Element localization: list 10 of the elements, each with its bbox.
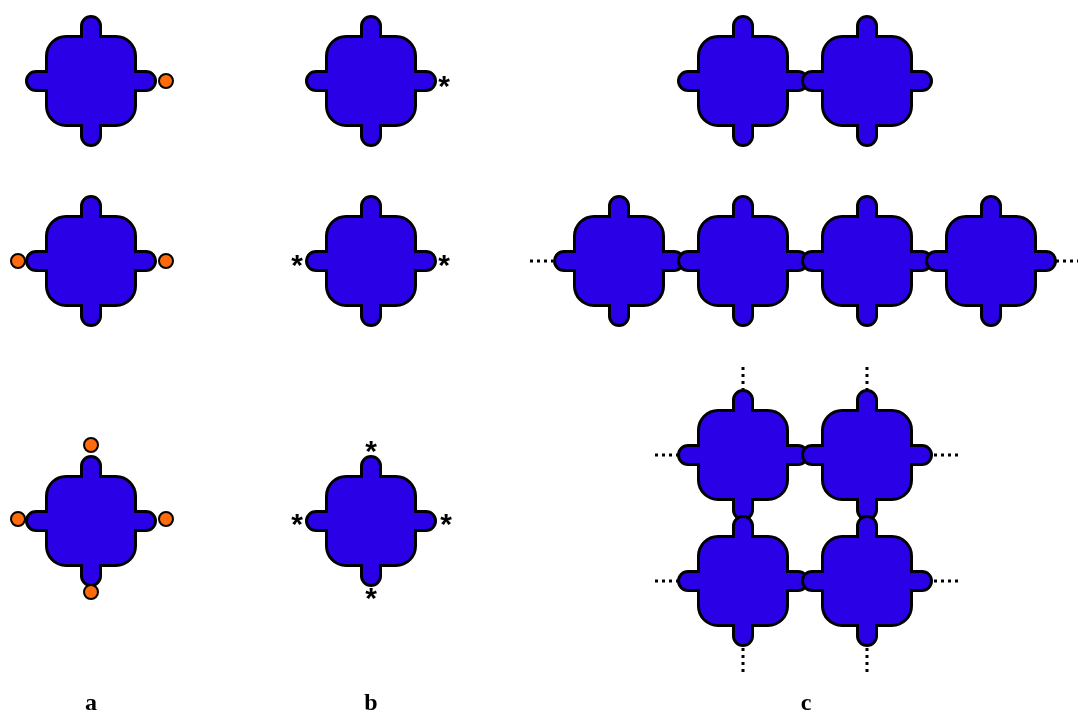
asterisk-mark: * — [440, 509, 452, 539]
asterisk-mark: * — [438, 71, 450, 101]
panel-label: b — [364, 690, 378, 711]
asterisk-mark: * — [365, 583, 377, 613]
panel-label: a — [85, 690, 97, 711]
asterisk-mark: * — [438, 250, 450, 280]
asterisk-mark: * — [291, 250, 303, 280]
asterisk-mark: * — [291, 509, 303, 539]
asterisk-mark: * — [365, 436, 377, 466]
panel-label: c — [800, 690, 812, 711]
